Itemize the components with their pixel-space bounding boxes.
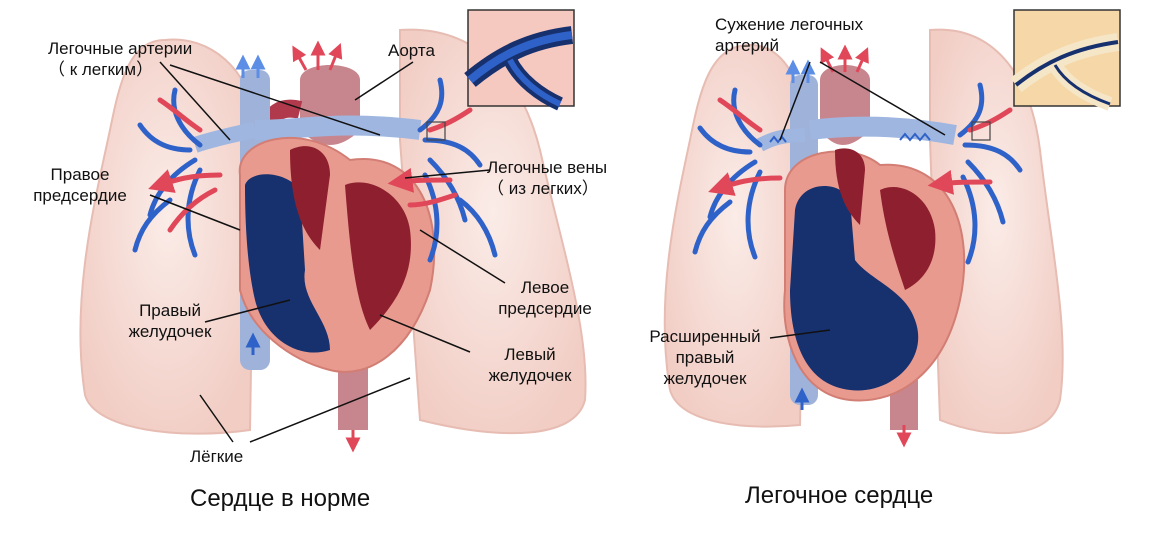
label-right-atrium-line2: предсердие xyxy=(33,186,127,205)
label-dilated-rv-line3: желудочек xyxy=(663,369,747,388)
label-right-ventricle-line1: Правый xyxy=(139,301,201,320)
label-right-ventricle: Правый желудочек xyxy=(100,300,240,342)
cor-pulmonale-illustration xyxy=(663,9,1121,448)
left-lung-normal xyxy=(79,38,257,435)
label-narrowing-line2: артерий xyxy=(715,36,780,55)
label-narrowing: Сужение легочных артерий xyxy=(715,14,863,56)
label-dilated-rv-line2: правый xyxy=(675,348,735,367)
label-narrowing-line1: Сужение легочных xyxy=(715,15,864,34)
label-pulmonary-arteries-line1: Легочные артерии xyxy=(48,39,193,58)
label-lungs: Лёгкие xyxy=(190,447,244,466)
label-left-ventricle: Левый желудочек xyxy=(460,344,600,386)
label-pulmonary-arteries: Легочные артерии （ к легким） xyxy=(48,38,192,80)
label-pulmonary-veins-line1: Легочные вены xyxy=(487,158,608,177)
caption-cor-pulmonale: Легочное сердце xyxy=(745,482,934,509)
label-left-ventricle-line2: желудочек xyxy=(488,366,572,385)
label-left-atrium-line1: Левое xyxy=(520,278,570,297)
label-dilated-rv-line1: Расширенный xyxy=(649,327,761,346)
label-dilated-rv: Расширенный правый желудочек xyxy=(620,326,790,389)
caption-normal: Сердце в норме xyxy=(190,485,371,512)
dilated-right-ventricle xyxy=(790,186,919,391)
inset-cp xyxy=(1010,9,1121,111)
label-pulmonary-veins: Легочные вены （ из легких） xyxy=(487,157,607,199)
normal-heart-illustration xyxy=(79,9,587,453)
label-right-ventricle-line2: желудочек xyxy=(128,322,212,341)
label-aorta: Аорта xyxy=(388,41,435,60)
label-right-atrium: Правое предсердие xyxy=(5,164,155,206)
label-left-atrium: Левое предсердие xyxy=(470,277,620,319)
label-pulmonary-veins-line2: （ из легких） xyxy=(487,179,599,198)
label-pulmonary-arteries-line2: （ к легким） xyxy=(48,60,154,79)
label-left-atrium-line2: предсердие xyxy=(498,299,592,318)
label-right-atrium-line1: Правое xyxy=(50,165,110,184)
label-left-ventricle-line1: Левый xyxy=(504,345,556,364)
inset-normal xyxy=(464,9,575,111)
